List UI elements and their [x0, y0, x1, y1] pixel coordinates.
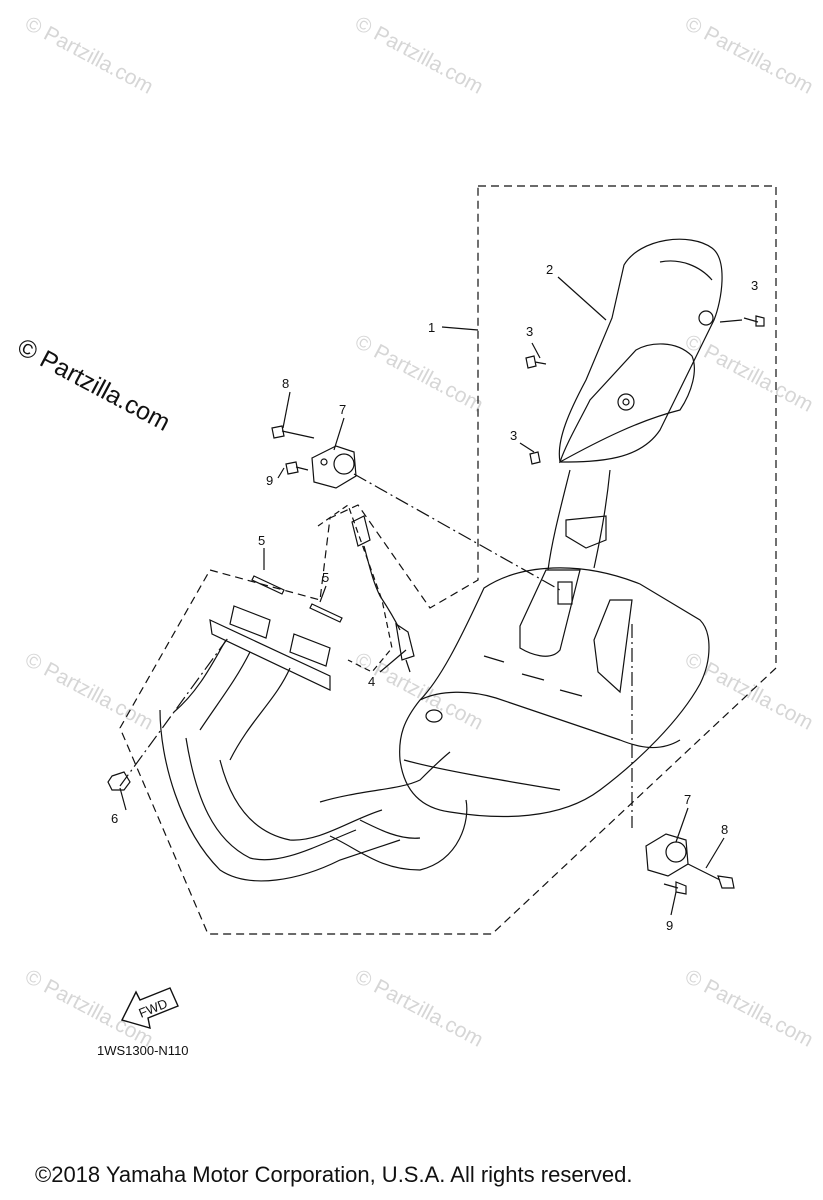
copyright-notice: ©2018 Yamaha Motor Corporation, U.S.A. A… [35, 1162, 633, 1187]
drawing-code: 1WS1300-N110 [97, 1043, 189, 1058]
callout-bolt-lower: 8 [721, 822, 728, 837]
callout-damper-lower: 7 [684, 792, 691, 807]
sensor-group-outline [317, 504, 393, 673]
gasket-left [251, 575, 285, 595]
callout-gasket-left: 5 [258, 533, 265, 548]
flange-bolt-lower [663, 881, 687, 895]
assembly-outline [119, 185, 777, 935]
bolt-upper [271, 425, 315, 439]
callout-flange-bolt-lower: 9 [666, 918, 673, 933]
flange-bolt-upper [285, 461, 309, 475]
exhaust-pipes [209, 618, 331, 691]
tail-pipe [547, 469, 611, 571]
muffler-protector [558, 238, 723, 463]
protector-screw-lower [529, 451, 541, 465]
callout-o2-sensor: 4 [368, 674, 375, 689]
callout-damper-upper: 7 [339, 402, 346, 417]
damper-upper [311, 445, 357, 489]
o2-sensor [351, 515, 371, 547]
callout-protector-screw-lower: 3 [510, 428, 517, 443]
callout-flange-bolt-upper: 9 [266, 473, 273, 488]
gasket-right [309, 603, 343, 623]
callout-muffler-protector: 2 [546, 262, 553, 277]
callout-bolt-upper: 8 [282, 376, 289, 391]
protector-screw-upper [525, 355, 547, 369]
callout-protector-screw-upper: 3 [526, 324, 533, 339]
silencer [399, 567, 710, 818]
protector-screw-right [743, 315, 765, 327]
callout-muffler-assembly: 1 [428, 320, 435, 335]
nut [107, 771, 131, 791]
bolt-lower [687, 863, 735, 889]
callout-protector-screw-right: 3 [751, 278, 758, 293]
callout-gasket-right: 5 [322, 570, 329, 585]
fwd-arrow-icon: FWD [120, 987, 179, 1029]
callout-nut: 6 [111, 811, 118, 826]
